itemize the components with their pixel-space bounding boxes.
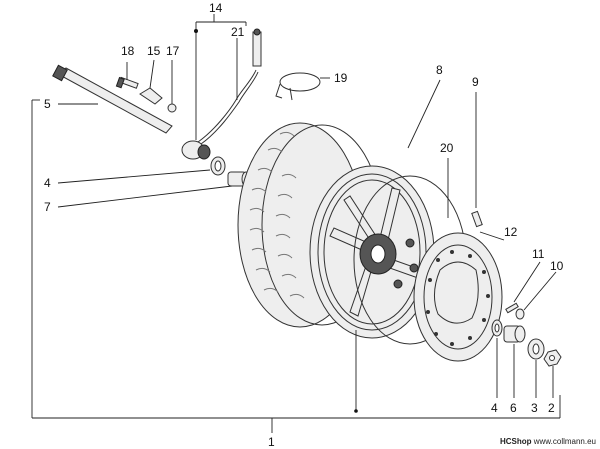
spring-clip-19-part xyxy=(275,72,330,101)
assembly-bracket xyxy=(31,99,561,433)
spacer-3-part xyxy=(527,338,545,398)
label-1: 1 xyxy=(268,435,275,449)
clip-15-part xyxy=(139,59,163,105)
nut-2-part xyxy=(543,349,562,398)
label-18: 18 xyxy=(121,44,135,58)
label-12: 12 xyxy=(504,225,518,239)
label-7: 7 xyxy=(44,200,51,214)
nut-17-part xyxy=(167,60,177,113)
footer-credit: HCShop www.collmann.eu xyxy=(500,437,596,446)
brake-disc-part xyxy=(413,231,505,362)
label-4-left: 4 xyxy=(44,176,51,190)
label-11: 11 xyxy=(532,247,545,261)
label-6: 6 xyxy=(510,401,517,415)
spacer-7-part xyxy=(57,171,251,208)
washer-10-part xyxy=(515,271,557,320)
label-3: 3 xyxy=(531,401,538,415)
footer-url: www.collmann.eu xyxy=(533,437,596,446)
bolt-18-part xyxy=(115,62,139,89)
label-21: 21 xyxy=(231,25,245,39)
label-10: 10 xyxy=(550,259,564,273)
label-5: 5 xyxy=(44,97,51,111)
speedo-drive-part xyxy=(181,28,262,160)
label-20: 20 xyxy=(440,141,454,155)
label-2: 2 xyxy=(548,401,555,415)
label-14: 14 xyxy=(209,1,223,15)
label-8: 8 xyxy=(436,63,443,77)
callout-14-group xyxy=(194,14,247,140)
seal-left-part xyxy=(57,156,226,184)
callout-labels: 14 21 18 15 17 19 8 9 5 20 4 7 12 11 10 … xyxy=(44,1,564,449)
label-19: 19 xyxy=(334,71,348,85)
label-4-right: 4 xyxy=(491,401,498,415)
bush-6-part xyxy=(503,325,526,398)
label-15: 15 xyxy=(147,44,161,58)
axle-part xyxy=(52,64,173,134)
label-17: 17 xyxy=(166,44,180,58)
label-9: 9 xyxy=(472,75,479,89)
rim-part xyxy=(309,92,483,339)
seal-right-part xyxy=(491,319,503,398)
bolt-11-part xyxy=(505,261,541,314)
footer-brand: HCShop xyxy=(499,437,532,446)
